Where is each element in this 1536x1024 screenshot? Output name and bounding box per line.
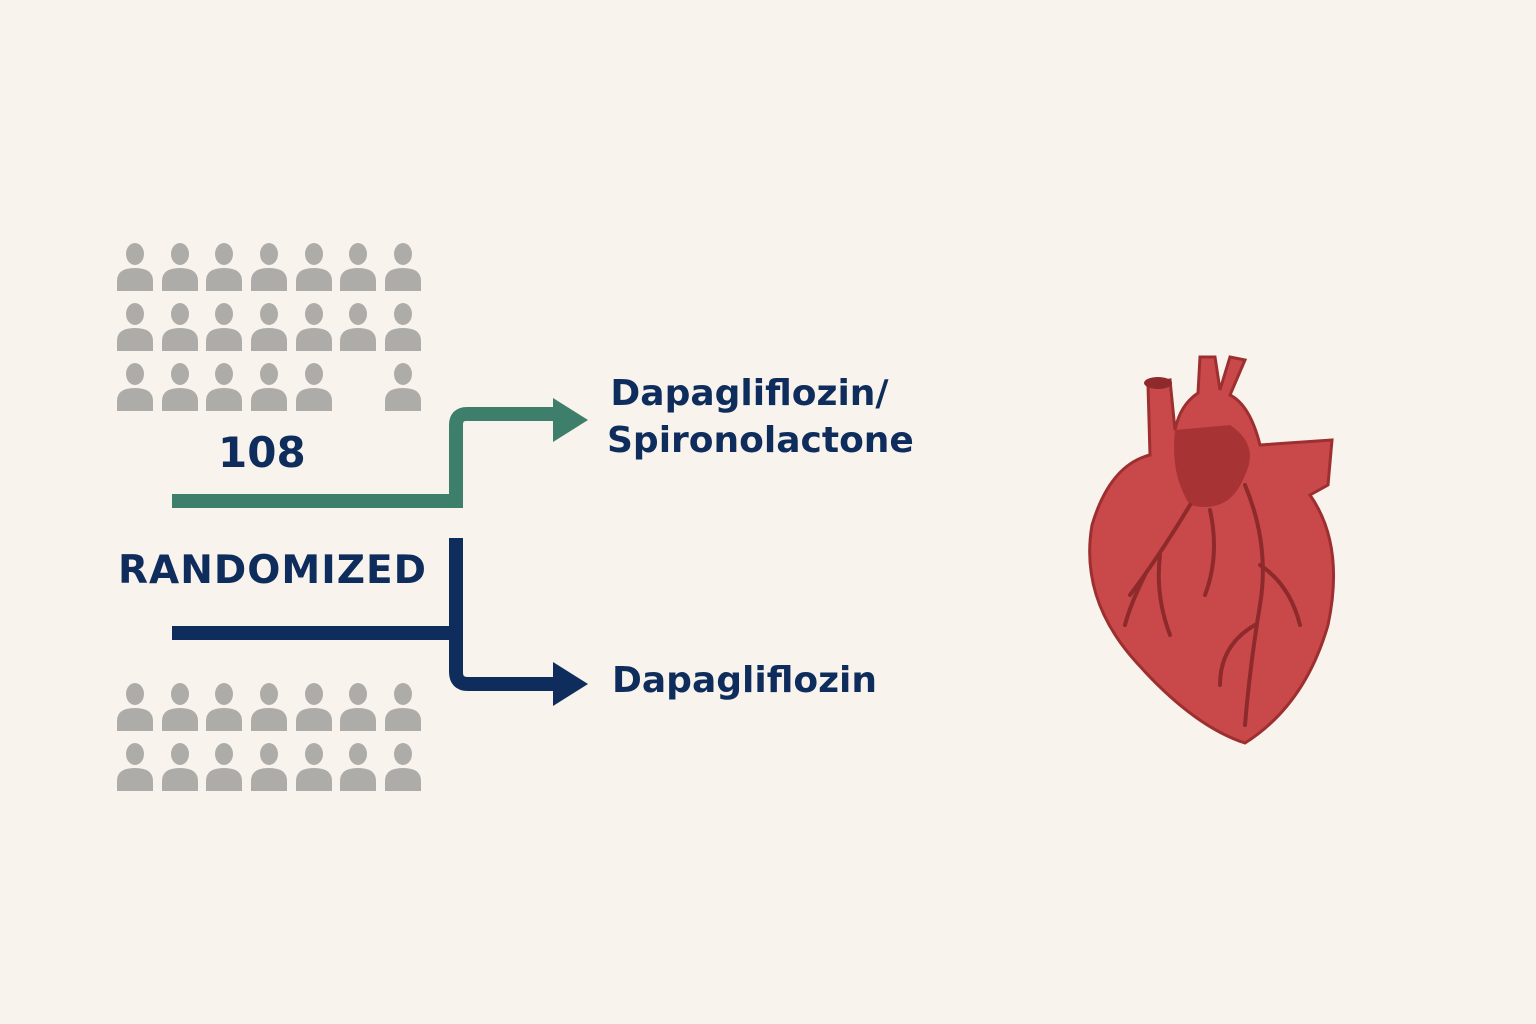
person-icon [385,303,422,351]
heart-icon [1088,355,1336,745]
arm1-arrowhead [553,398,588,442]
person-icon [340,683,377,731]
arm-label-monotherapy: Dapagliflozin [612,660,878,701]
arm2-arrowhead [553,662,588,706]
arm1-arrow-line [172,407,560,508]
person-icon [206,363,243,411]
person-icon [295,683,332,731]
arm-label-combination: Dapagliflozin/ Spironolactone [607,373,914,461]
person-icon [117,243,153,291]
person-icon [295,303,332,351]
person-icon [251,243,288,291]
person-icon [251,363,288,411]
person-icon [295,363,332,411]
participants-grid-bottom [117,683,422,791]
person-icon [206,243,243,291]
person-icon [385,363,422,411]
person-icon [161,363,198,411]
person-icon [251,303,288,351]
person-icon [117,683,153,731]
person-icon [251,743,288,791]
person-icon [251,683,288,731]
person-icon [161,303,198,351]
randomized-label: RANDOMIZED [118,548,427,593]
person-icon [161,743,198,791]
person-icon [117,303,153,351]
person-icon [206,683,243,731]
person-icon [117,743,153,791]
person-icon [340,743,377,791]
person-icon [385,743,422,791]
person-icon [385,683,422,731]
person-icon [206,303,243,351]
person-icon [385,243,422,291]
person-icon [117,363,153,411]
person-icon [340,303,377,351]
person-icon [161,243,198,291]
person-icon [295,743,332,791]
person-icon [340,243,377,291]
participant-count: 108 [218,428,306,477]
participants-grid-top [117,243,422,411]
person-icon [206,743,243,791]
person-icon [295,243,332,291]
arm2-arrow-line [449,538,560,691]
person-icon [161,683,198,731]
